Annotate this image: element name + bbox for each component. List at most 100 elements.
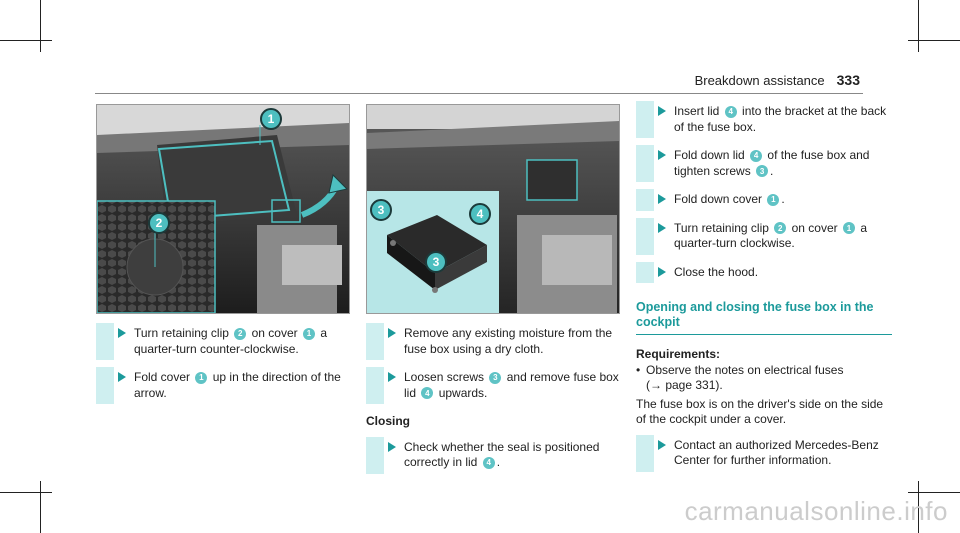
badge-3: 3: [756, 165, 769, 178]
crop-mark: [908, 492, 960, 493]
step-text: Turn retaining clip: [134, 326, 229, 340]
step-item: Loosen screws 3 and remove fuse box lid …: [366, 367, 622, 404]
step-bar: [636, 217, 654, 255]
step-arrow-icon: [658, 266, 666, 277]
badge-4: 4: [421, 387, 434, 400]
badge-1: 1: [195, 371, 208, 384]
step-arrow-icon: [388, 328, 396, 338]
header-rule: [95, 93, 863, 94]
callout-3: 3: [370, 199, 392, 221]
step-text: Remove any existing moisture from the fu…: [404, 326, 613, 356]
step-arrow-icon: [118, 328, 126, 338]
step-text: Fold down lid: [674, 148, 745, 162]
badge-4: 4: [482, 456, 495, 469]
callout-3-lower: 3: [425, 251, 447, 273]
page-number: 333: [836, 72, 860, 88]
callout-4: 4: [469, 203, 491, 225]
step-bar: [636, 261, 654, 283]
step-text: Check whether the seal is positioned cor…: [404, 439, 600, 470]
step-text: Loosen screws: [404, 370, 485, 384]
callout-2: 2: [148, 212, 170, 234]
crop-mark: [908, 40, 960, 41]
step-bar: [96, 323, 114, 360]
step-arrow-icon: [658, 222, 666, 233]
step-arrow-icon: [658, 194, 666, 204]
step-item: Turn retaining clip 2 on cover 1 a quart…: [96, 323, 352, 360]
requirements-label: Requirements:: [636, 347, 721, 361]
badge-3: 3: [489, 371, 502, 384]
step-bar: [366, 323, 384, 360]
requirement-item: Observe the notes on electrical fuses (→…: [636, 363, 892, 394]
header-title: Breakdown assistance: [694, 73, 825, 88]
crop-mark: [918, 481, 919, 533]
badge-4: 4: [724, 105, 737, 118]
step-item: Check whether the seal is positioned cor…: [366, 436, 622, 474]
step-arrow-icon: [118, 372, 126, 382]
step-text: .: [770, 163, 774, 178]
section-title: Opening and closing the fuse box in the …: [636, 300, 892, 335]
step-text: on cover: [791, 220, 838, 235]
step-text: upwards.: [438, 385, 488, 400]
step-arrow-icon: [658, 439, 666, 450]
step-text: into the bracket at the back of the fuse…: [674, 104, 887, 134]
step-text: Contact an authorized Mercedes-Benz Cent…: [674, 437, 879, 468]
fuse-box-illustration: [367, 105, 619, 313]
step-arrow-icon: [388, 372, 396, 382]
watermark: carmanualsonline.info: [684, 496, 948, 526]
step-item: Close the hood.: [636, 261, 892, 283]
step-bar: [96, 367, 114, 404]
step-item: Turn retaining clip 2 on cover 1 a quart…: [636, 217, 892, 255]
step-bar: [636, 189, 654, 211]
step-bar: [636, 145, 654, 182]
column-3: Insert lid 4 into the bracket at the bac…: [636, 101, 892, 482]
step-text: up in the direction of the arrow.: [134, 370, 341, 400]
step-arrow-icon: [388, 441, 396, 452]
badge-4: 4: [750, 149, 763, 162]
badge-2: 2: [774, 222, 787, 235]
step-text: of the fuse box and tighten screws: [674, 148, 870, 178]
closing-heading: Closing: [366, 414, 410, 428]
step-text: a quarter-turn clockwise.: [674, 220, 868, 251]
page-header: Breakdown assistance 333: [695, 72, 860, 88]
step-text: .: [781, 192, 785, 206]
crop-mark: [0, 492, 52, 493]
step-bar: [636, 434, 654, 472]
step-text: Turn retaining clip: [674, 220, 769, 235]
figure-engine-cover: 1 2: [96, 104, 350, 314]
requirement-text: Observe the notes on electrical fuses: [646, 362, 844, 377]
step-text: Fold down cover: [674, 192, 763, 206]
step-arrow-icon: [658, 150, 666, 160]
step-bar: [366, 436, 384, 474]
step-text: Fold cover: [134, 370, 191, 384]
callout-1: 1: [260, 108, 282, 130]
step-text: on cover: [251, 326, 298, 340]
figure-fuse-box: 3 4 3: [366, 104, 620, 314]
step-text: Close the hood.: [674, 264, 759, 279]
step-arrow-icon: [658, 106, 666, 116]
crop-mark: [40, 0, 41, 52]
step-item: Insert lid 4 into the bracket at the bac…: [636, 101, 892, 138]
page-reference-link[interactable]: (→ page 331).: [646, 378, 723, 392]
paragraph: The fuse box is on the driver's side on …: [636, 396, 884, 427]
crop-mark: [40, 481, 41, 533]
step-text: and remove fuse box lid: [404, 370, 619, 400]
badge-1: 1: [767, 193, 780, 206]
step-text: .: [496, 455, 501, 469]
step-bar: [636, 101, 654, 138]
engine-bay-illustration: [97, 105, 349, 313]
step-bar: [366, 367, 384, 404]
step-item: Contact an authorized Mercedes-Benz Cent…: [636, 434, 892, 472]
crop-mark: [0, 40, 52, 41]
step-item: Fold down lid 4 of the fuse box and tigh…: [636, 145, 892, 182]
badge-1: 1: [303, 327, 315, 340]
step-text: a quarter-turn counter-clockwise.: [134, 326, 328, 356]
step-item: Fold down cover 1.: [636, 189, 892, 211]
column-2: Remove any existing moisture from the fu…: [366, 323, 622, 484]
column-1: Turn retaining clip 2 on cover 1 a quart…: [96, 323, 352, 414]
step-item: Fold cover 1 up in the direction of the …: [96, 367, 352, 404]
step-text: Insert lid: [674, 104, 720, 118]
badge-1: 1: [843, 222, 855, 235]
badge-2: 2: [234, 327, 247, 340]
crop-mark: [918, 0, 919, 52]
step-item: Remove any existing moisture from the fu…: [366, 323, 622, 360]
